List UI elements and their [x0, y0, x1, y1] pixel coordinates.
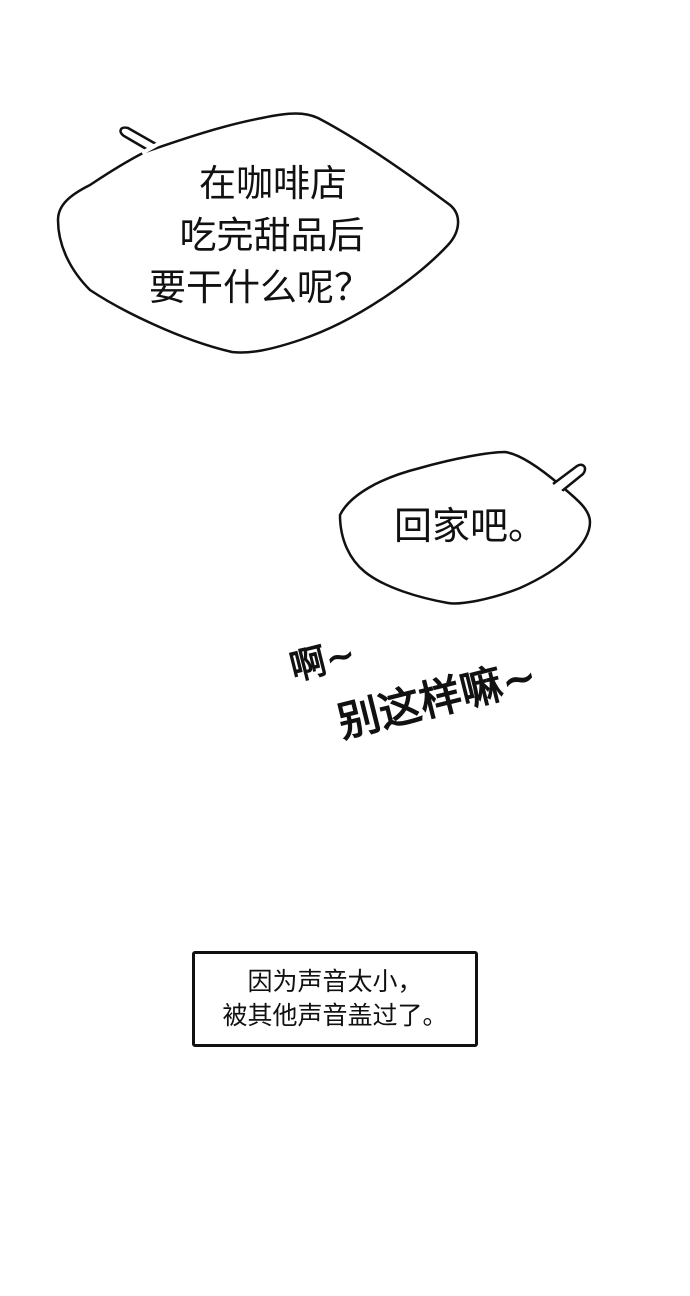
speech-bubble-1-text: 在咖啡店 吃完甜品后 要干什么呢？: [120, 158, 400, 314]
caption-line-1: 因为声音太小，: [247, 967, 423, 996]
speech-bubble-1-tail: [119, 126, 157, 152]
speech-bubble-2-shape: [338, 450, 592, 605]
narration-caption-box: 因为声音太小， 被其他声音盖过了。: [192, 951, 478, 1047]
bubble-1-line-1: 在咖啡店: [199, 162, 347, 205]
bubble-1-line-3: 要干什么呢？: [149, 266, 371, 309]
caption-line-2: 被其他声音盖过了。: [222, 1001, 448, 1030]
speech-bubble-1-shape: [56, 112, 460, 354]
bubble-2-line-1: 回家吧。: [393, 504, 546, 548]
speech-bubble-2-tail: [552, 463, 587, 492]
speech-bubble-2-text: 回家吧。: [380, 503, 560, 549]
bubble-1-line-2: 吃完甜品后: [179, 214, 365, 257]
